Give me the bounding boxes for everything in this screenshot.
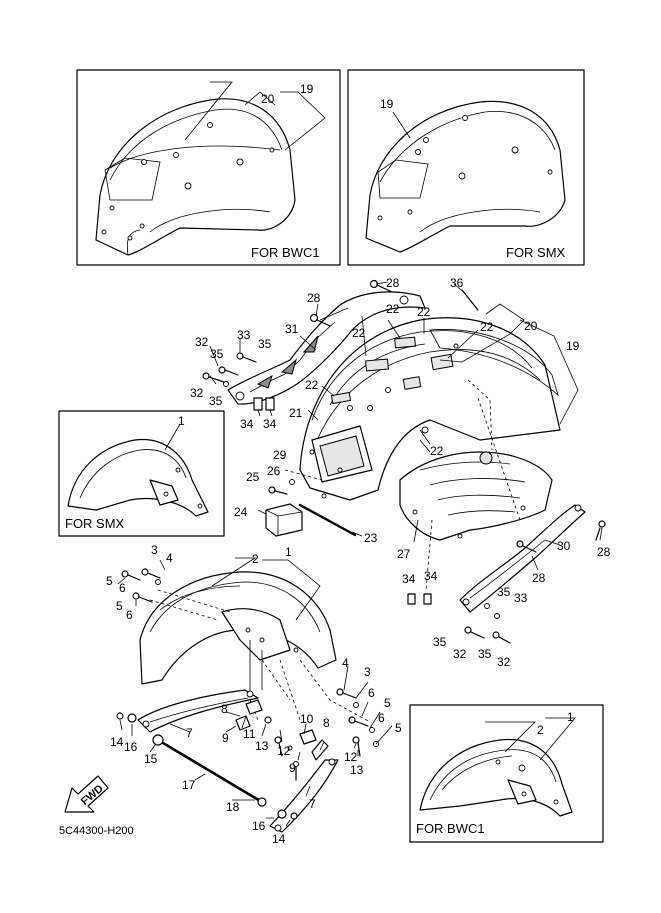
callout-6-left-b: 6 (126, 608, 133, 622)
callout-20: 20 (261, 92, 275, 106)
callout-34-left-a: 34 (240, 417, 254, 431)
callout-11: 11 (243, 727, 256, 741)
callout-20-main: 20 (524, 319, 538, 333)
callout-1-smx: 1 (178, 414, 185, 428)
callout-15: 15 (144, 752, 158, 766)
callout-27: 27 (397, 547, 411, 561)
callout-4-right: 4 (342, 656, 349, 670)
callout-35-right-b: 35 (433, 635, 447, 649)
callout-23: 23 (364, 531, 378, 545)
callout-14-left: 14 (110, 735, 124, 749)
callout-16-left: 16 (124, 740, 138, 754)
callout-1-bwc1: 1 (567, 710, 574, 724)
callout-21: 21 (289, 406, 303, 420)
callout-17: 17 (182, 778, 196, 792)
callout-22-e: 22 (305, 378, 319, 392)
callout-33-left: 33 (237, 328, 251, 342)
callout-5-left-b: 5 (116, 599, 123, 613)
callout-19-main: 19 (566, 339, 580, 353)
callout-25: 25 (246, 470, 260, 484)
callout-19-smx: 19 (380, 97, 394, 111)
callout-5-right-b: 5 (395, 721, 402, 735)
callout-28-left: 28 (307, 291, 321, 305)
callout-31: 31 (285, 322, 299, 336)
callout-5-left-a: 5 (106, 574, 113, 588)
callout-24: 24 (234, 505, 248, 519)
inset-bwc1-front: 2 1 FOR BWC1 (409, 704, 604, 843)
callout-19: 19 (300, 82, 314, 96)
callout-34-right-a: 34 (402, 572, 416, 586)
callout-12-left: 12 (277, 744, 291, 758)
callout-34-left-b: 34 (263, 417, 277, 431)
callout-35-right-a: 35 (497, 585, 511, 599)
callout-6-right-a: 6 (368, 686, 375, 700)
callout-1-main: 1 (285, 545, 292, 559)
callout-3-left: 3 (151, 543, 158, 557)
callout-9-left: 9 (222, 731, 229, 745)
inset-smx-front: 1 FOR SMX (58, 410, 225, 537)
callout-16-right: 16 (252, 819, 266, 833)
callout-7-right: 7 (309, 797, 316, 811)
callout-28-mid: 28 (532, 571, 546, 585)
callout-8-right: 8 (323, 716, 330, 730)
inset-label-smx-rear: FOR SMX (506, 245, 566, 260)
inset-smx-rear: 19 FOR SMX (347, 69, 585, 266)
callout-22-a: 22 (386, 302, 400, 316)
callout-28-right: 28 (597, 545, 611, 559)
callout-32-right-b: 32 (497, 655, 511, 669)
front-fender-assembly (116, 557, 393, 833)
callout-35-left-c: 35 (209, 394, 223, 408)
callout-35-left-b: 35 (258, 337, 272, 351)
callout-7-left: 7 (186, 726, 193, 740)
inset-label-bwc1-rear: FOR BWC1 (251, 245, 320, 260)
callout-18: 18 (226, 800, 240, 814)
callout-32-right-a: 32 (453, 647, 467, 661)
rear-fender-assembly (202, 279, 606, 644)
callout-22-b: 22 (417, 305, 431, 319)
callout-2-main: 2 (252, 552, 259, 566)
callout-22-f: 22 (430, 444, 444, 458)
inset-label-bwc1-front: FOR BWC1 (416, 821, 485, 836)
callout-33-right: 33 (514, 591, 528, 605)
callout-2-bwc1: 2 (537, 723, 544, 737)
callout-labels: 28 28 36 31 22 22 22 22 20 19 33 32 35 3… (106, 276, 611, 846)
callout-28-top: 28 (386, 276, 400, 290)
callout-36: 36 (450, 276, 464, 290)
callout-9-right: 9 (289, 761, 296, 775)
callout-32-left-top: 32 (195, 335, 209, 349)
callout-34-right-b: 34 (424, 569, 438, 583)
callout-8-left: 8 (221, 702, 228, 716)
callout-22-d: 22 (480, 320, 494, 334)
diagram-code: 5C44300-H200 (59, 825, 134, 837)
callout-22-c: 22 (352, 326, 366, 340)
callout-4-left: 4 (166, 551, 173, 565)
callout-26: 26 (267, 464, 281, 478)
callout-35-right-c: 35 (478, 647, 492, 661)
callout-35-left-a: 35 (210, 347, 224, 361)
callout-6-right-b: 6 (378, 711, 385, 725)
inset-label-smx-front: FOR SMX (65, 516, 125, 531)
callout-13-right: 13 (350, 763, 364, 777)
callout-30: 30 (557, 539, 571, 553)
forward-arrow: FWD (64, 775, 109, 813)
callout-10: 10 (300, 712, 314, 726)
callout-3-right: 3 (364, 665, 371, 679)
callout-5-right-a: 5 (384, 696, 391, 710)
callout-32-left-bottom: 32 (190, 386, 204, 400)
inset-bwc1-rear: 20 19 FOR BWC1 (76, 69, 341, 266)
callout-12-right: 12 (344, 750, 358, 764)
callout-13-left: 13 (255, 739, 269, 753)
callout-29: 29 (273, 448, 287, 462)
callout-6-left-a: 6 (119, 581, 126, 595)
callout-14-right: 14 (272, 832, 286, 846)
